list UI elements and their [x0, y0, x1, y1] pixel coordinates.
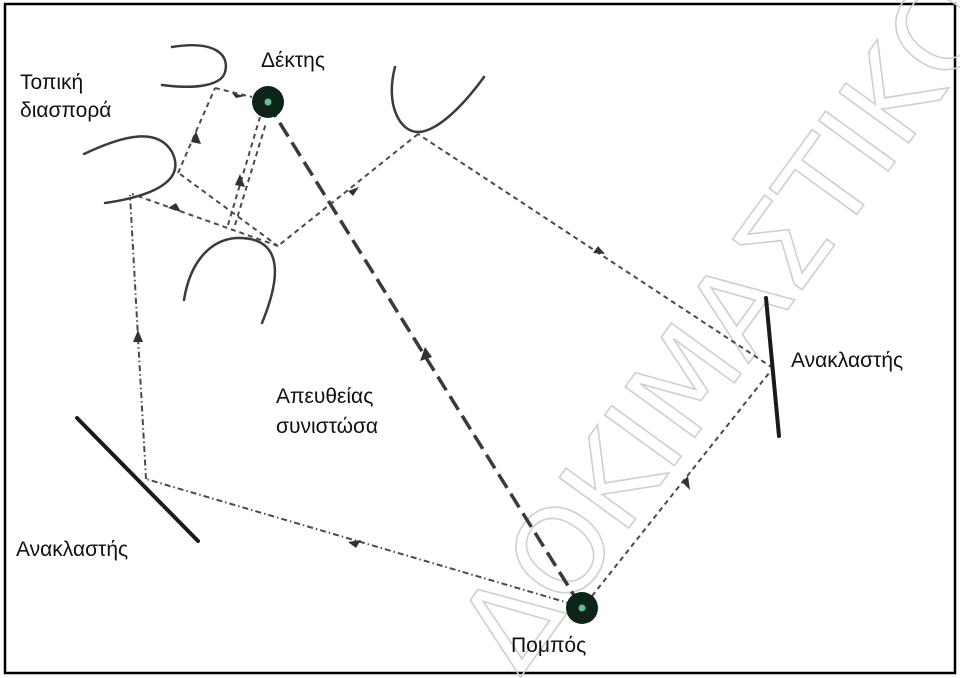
label-direct-1: Απευθείας	[276, 385, 373, 408]
label-reflector-left: Ανακλαστής	[16, 538, 128, 561]
label-local-scattering-2: διασπορά	[20, 99, 111, 122]
transmitter-antenna	[566, 592, 598, 624]
label-transmitter: Πομπός	[511, 634, 586, 657]
receiver-antenna	[252, 86, 284, 118]
label-reflector-right: Ανακλαστής	[791, 349, 903, 372]
label-receiver: Δέκτης	[261, 49, 325, 72]
label-local-scattering-1: Τοπική	[20, 71, 83, 94]
label-direct-2: συνιστώσα	[276, 415, 378, 438]
